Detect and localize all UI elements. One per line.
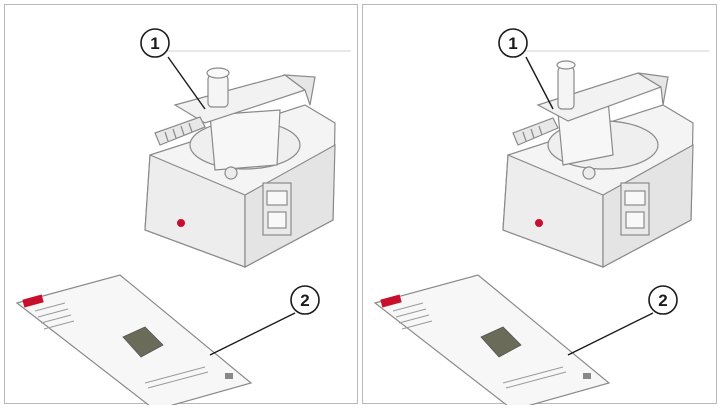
- food-processor-machine: [502, 60, 694, 269]
- callout-1: 1: [140, 28, 206, 110]
- red-indicator-icon: [535, 219, 543, 227]
- red-indicator-icon: [177, 219, 185, 227]
- callout-1-label: 1: [508, 34, 517, 53]
- panel-right-illustration: 1 2: [373, 28, 709, 405]
- food-processor-machine: [144, 67, 336, 269]
- callout-2: 2: [567, 285, 678, 356]
- panel-right: 1 2: [362, 4, 717, 405]
- instruction-manual: [373, 274, 611, 405]
- callout-1: 1: [498, 28, 554, 110]
- callout-2-label: 2: [300, 291, 309, 310]
- panel-left-illustration: 1 2: [15, 28, 351, 405]
- callout-1-label: 1: [150, 34, 159, 53]
- instruction-manual: [15, 274, 253, 405]
- callout-2: 2: [209, 285, 320, 356]
- callout-2-label: 2: [658, 291, 667, 310]
- panel-left: 1 2: [4, 4, 358, 405]
